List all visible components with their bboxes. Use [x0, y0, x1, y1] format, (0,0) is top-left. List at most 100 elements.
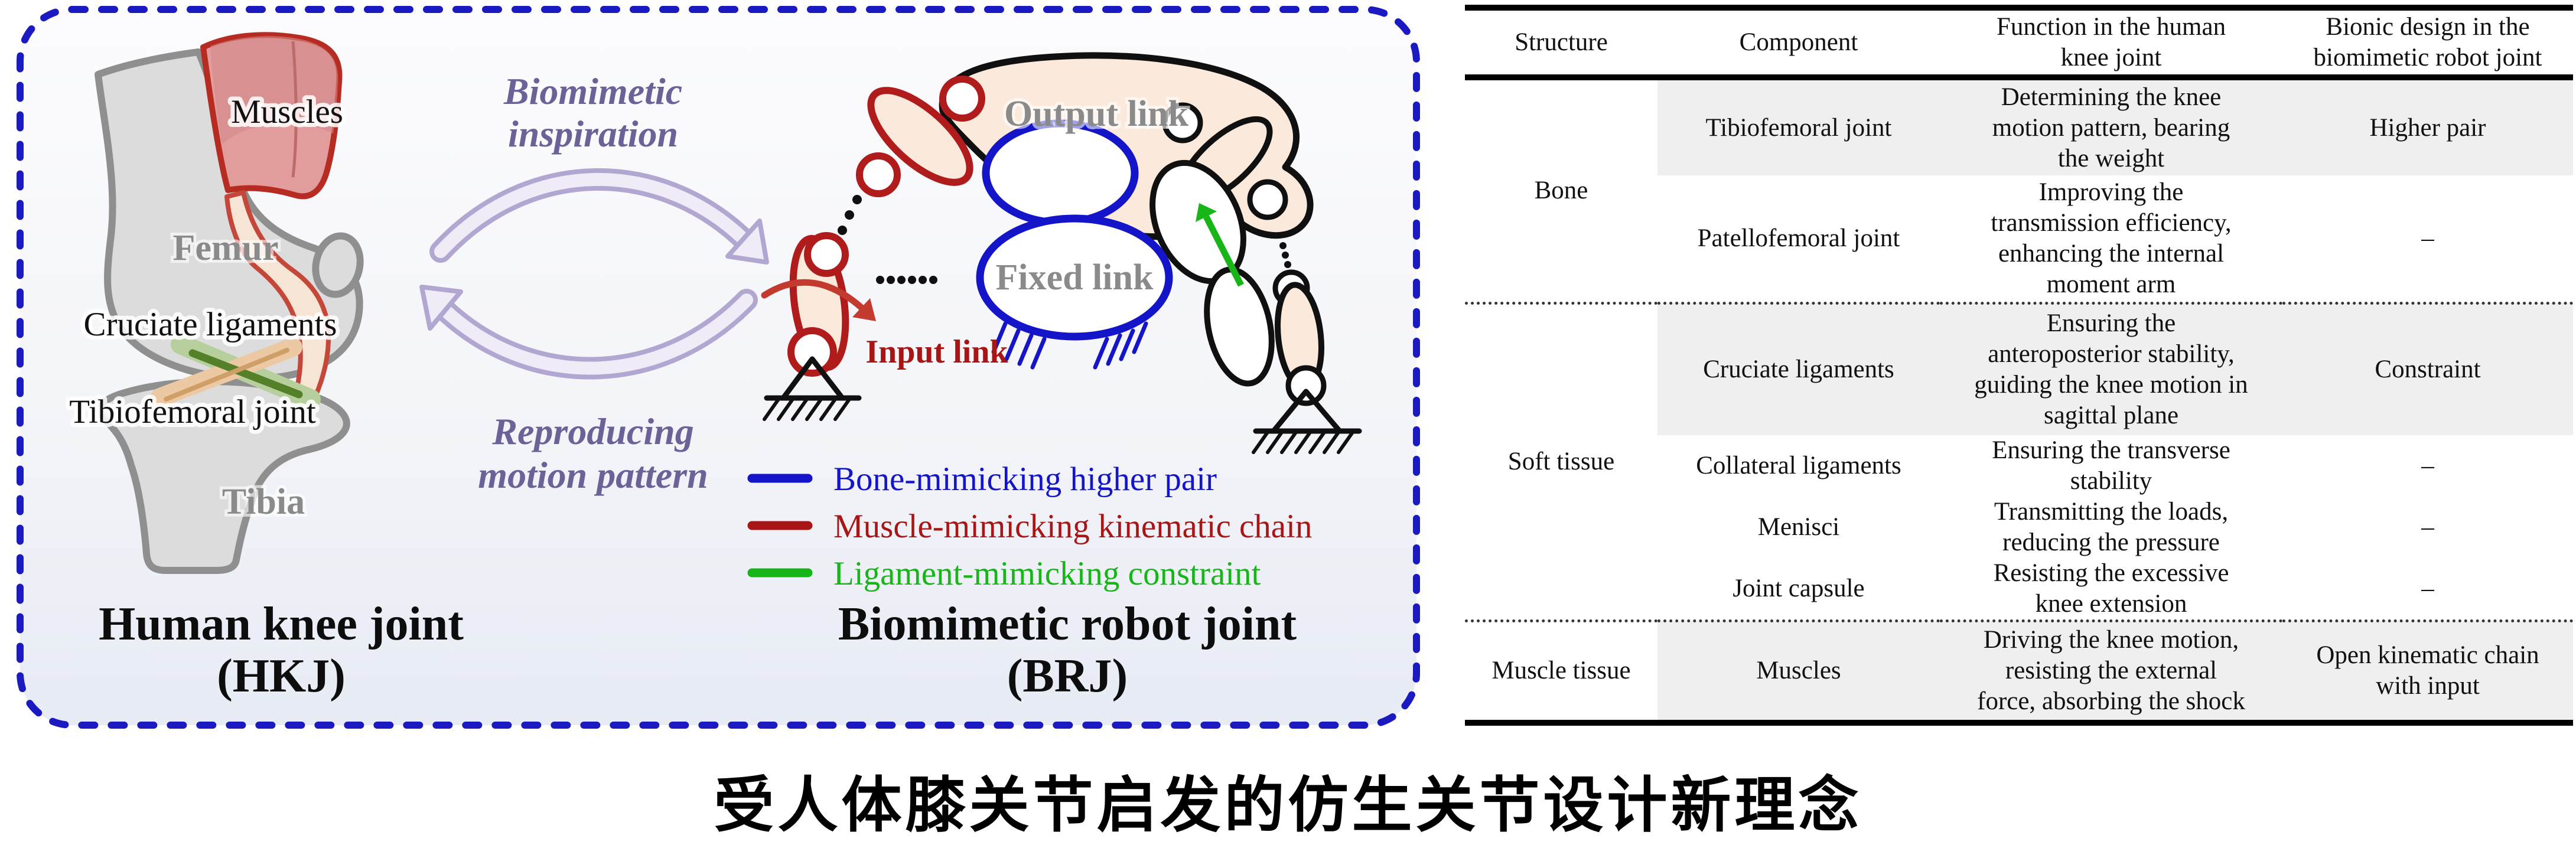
- component-cell: Menisci: [1757, 513, 1840, 541]
- red-joint-circle: [939, 76, 985, 122]
- red-upper-link: [867, 87, 973, 186]
- cruciate-ligaments-label: Cruciate ligaments: [84, 306, 337, 343]
- vertical-dotted-line: [1279, 242, 1291, 268]
- component-cell: Collateral ligaments: [1696, 452, 1901, 479]
- tibiofemoral-joint-label: Tibiofemoral joint: [69, 393, 316, 430]
- fixed-link-label: Fixed link: [995, 257, 1154, 298]
- reproducing-arrowhead-icon: [419, 285, 463, 331]
- bionic-cell: –: [2421, 224, 2434, 252]
- inspiration-arrow-fill: [434, 173, 753, 258]
- brj-caption-line2: (BRJ): [1007, 650, 1128, 702]
- brj-caption-line1: Biomimetic robot joint: [838, 598, 1297, 650]
- bionic-cell: –: [2421, 513, 2434, 541]
- header-structure: Structure: [1465, 8, 1657, 80]
- output-link-label: Output link: [1004, 94, 1188, 134]
- input-ground-symbol: [763, 356, 862, 421]
- function-cell: Improving the transmission efficiency, e…: [1991, 178, 2232, 298]
- structure-cell-bone: Bone: [1534, 177, 1588, 205]
- legend-item-bone: Bone-mimicking higher pair: [747, 461, 1217, 498]
- muscle-crease-line: [291, 41, 298, 178]
- component-cell: Patellofemoral joint: [1697, 224, 1900, 252]
- table-row: Patellofemoral joint Improving the trans…: [1465, 175, 2573, 303]
- component-cell: Cruciate ligaments: [1657, 301, 1940, 435]
- right-ground-symbol: [1252, 389, 1362, 454]
- legend-label-muscle: Muscle-mimicking kinematic chain: [833, 508, 1312, 545]
- ligament-constraint-arrowhead-icon: [1196, 203, 1217, 222]
- legend-label-bone: Bone-mimicking higher pair: [833, 461, 1217, 498]
- component-cell: Joint capsule: [1732, 575, 1865, 602]
- table-row: Bone Tibiofemoral joint Determining the …: [1465, 77, 2573, 204]
- input-link-label: Input link: [865, 334, 1008, 370]
- femur-label: Femur: [172, 228, 278, 268]
- muscles-label: Muscles: [231, 93, 343, 131]
- human-knee-illustration: Muscles Femur Cruciate ligaments Tibiofe…: [65, 32, 464, 702]
- table-row: Soft tissue Cruciate ligaments Ensuring …: [1465, 301, 2573, 621]
- table-row: Muscle tissue Muscles Driving the knee m…: [1465, 619, 2573, 723]
- tibia-label: Tibia: [222, 482, 305, 522]
- red-joint-circle: [856, 152, 901, 197]
- reproducing-text-line2: motion pattern: [478, 454, 708, 496]
- component-cell: Tibiofemoral joint: [1657, 77, 1940, 175]
- input-rotation-arrowhead-icon: [852, 298, 876, 321]
- bionic-cell: –: [2421, 452, 2434, 479]
- legend-item-muscle: Muscle-mimicking kinematic chain: [747, 508, 1312, 545]
- structure-cell-soft-tissue: Soft tissue: [1465, 301, 1657, 621]
- input-rotation-arrow: [761, 279, 868, 314]
- hkj-caption-line2: (HKJ): [217, 650, 346, 702]
- structure-cell-muscle-tissue: Muscle tissue: [1465, 619, 1657, 723]
- right-link-chain: [1149, 102, 1362, 454]
- bionic-cell: Higher pair: [2282, 77, 2573, 175]
- fixed-link-hatching: [991, 321, 1148, 370]
- joint-circle: [1162, 102, 1203, 143]
- table-header-row: Structure Component Function in the huma…: [1465, 8, 2573, 80]
- reproducing-text-line1: Reproducing: [491, 410, 693, 452]
- header-function: Function in the human knee joint: [1940, 8, 2282, 80]
- red-joint-circle: [787, 327, 837, 377]
- input-dotted-line: [876, 276, 937, 284]
- function-cell: Transmitting the loads, reducing the pre…: [1994, 498, 2229, 556]
- header-bionic-design: Bionic design in the biomimetic robot jo…: [2282, 8, 2573, 80]
- ground-hatching: [763, 397, 851, 421]
- concept-diagram: Muscles Femur Cruciate ligaments Tibiofe…: [17, 6, 1420, 729]
- comparison-table-container: Structure Component Function in the huma…: [1465, 5, 2573, 726]
- fixed-link-ellipse: [976, 214, 1173, 341]
- ligament-constraint-arrow: [1203, 215, 1244, 287]
- biomimetic-concept-panel: Muscles Femur Cruciate ligaments Tibiofe…: [15, 5, 1421, 732]
- function-cell: Driving the knee motion, resisting the e…: [1940, 619, 2282, 723]
- inspiration-text-line1: Biomimetic: [503, 70, 682, 112]
- component-cell: Muscles: [1657, 619, 1940, 723]
- function-cell: Determining the knee motion pattern, bea…: [1940, 77, 2282, 175]
- patella-shape: [312, 232, 364, 298]
- inspiration-cycle: Biomimetic inspiration Reproducing motio…: [419, 70, 769, 496]
- ground-hatching: [1252, 430, 1354, 454]
- guided-link-ellipse: [1204, 266, 1275, 387]
- figure-title: 受人体膝关节启发的仿生关节设计新理念: [714, 771, 1862, 841]
- bionic-design-table: Structure Component Function in the huma…: [1465, 5, 2573, 726]
- input-link-chain: [761, 76, 985, 421]
- cruciate-ligament-cross: [151, 334, 321, 409]
- function-cell: Ensuring the transverse stability: [1992, 436, 2230, 495]
- higher-pair-ellipses: [976, 119, 1173, 370]
- inspiration-arrowhead-icon: [725, 218, 769, 265]
- table-row: Collateral ligaments Ensuring the transv…: [1465, 435, 2573, 497]
- hkj-caption-line1: Human knee joint: [99, 598, 464, 650]
- inspiration-text-line2: inspiration: [508, 113, 678, 155]
- table-row: Menisci Transmitting the loads, reducing…: [1465, 497, 2573, 558]
- bionic-cell: Open kinematic chain with input: [2282, 619, 2573, 723]
- legend-label-ligament: Ligament-mimicking constraint: [833, 555, 1261, 592]
- header-component: Component: [1657, 8, 1940, 80]
- function-cell: Resisting the excessive knee extension: [1993, 559, 2229, 618]
- red-joint-circle: [804, 232, 849, 277]
- legend: Bone-mimicking higher pair Muscle-mimick…: [747, 461, 1312, 592]
- diagonal-dotted-line: [838, 195, 862, 235]
- joint-circle: [1247, 179, 1288, 220]
- muscle-highlight: [210, 36, 338, 144]
- bionic-cell: –: [2421, 575, 2434, 602]
- table-row: Joint capsule Resisting the excessive kn…: [1465, 558, 2573, 621]
- function-cell: Ensuring the anteroposterior stability, …: [1940, 301, 2282, 435]
- upper-higher-pair-ellipse: [982, 119, 1139, 227]
- legend-item-ligament: Ligament-mimicking constraint: [747, 555, 1261, 592]
- bionic-cell: Constraint: [2282, 301, 2573, 435]
- reproducing-arrow-fill: [435, 293, 753, 375]
